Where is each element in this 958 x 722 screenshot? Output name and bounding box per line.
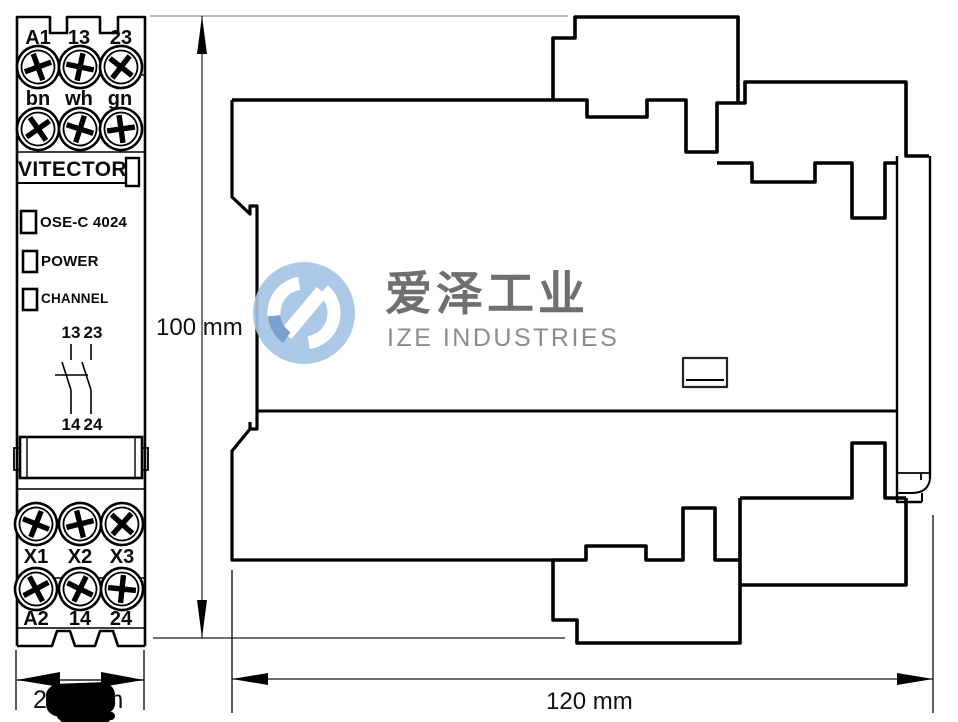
contact-terminal-label: 24 (83, 415, 103, 434)
watermark-english-text: IZE INDUSTRIES (387, 324, 620, 352)
din-rail-plate (895, 156, 932, 504)
window-marking (681, 356, 729, 389)
terminal-label: X3 (109, 546, 135, 568)
label-holder (13, 435, 149, 480)
terminal-label: 24 (109, 608, 133, 630)
wire-color-label: wh (65, 88, 93, 110)
led-indicator-icons (19, 156, 141, 312)
brand-logo-text: VITECTOR (18, 159, 127, 184)
contact-terminal-label: 23 (83, 323, 103, 342)
screw-terminal-icons (13, 44, 145, 612)
height-dimension-label: 100 mm (156, 314, 243, 341)
channel-label: CHANNEL (41, 291, 109, 306)
terminal-label: 23 (109, 27, 133, 49)
arrow-right-icon (101, 672, 144, 687)
contact-diagram-icon (55, 344, 92, 414)
brand-mark-icon (124, 156, 141, 188)
power-label: POWER (41, 253, 99, 270)
contact-terminal-label: 13 (61, 323, 81, 342)
wire-color-label: gn (107, 88, 133, 110)
terminal-label: A1 (25, 27, 51, 49)
terminal-label: A2 (23, 608, 49, 630)
terminal-label: X2 (67, 546, 93, 568)
model-label: OSE-C 4024 (40, 214, 128, 231)
watermark-chinese-text: 爱泽工业 (385, 267, 589, 320)
din-clip-icon (897, 478, 931, 502)
terminal-label: 14 (68, 608, 92, 630)
ize-logo-icon (253, 262, 355, 364)
dimension-lines (15, 15, 934, 713)
arrow-up-icon (197, 16, 207, 54)
redaction-blob (60, 717, 110, 722)
arrow-down-icon (197, 600, 207, 638)
terminal-label: 13 (67, 27, 91, 49)
arrow-left-icon (232, 673, 268, 685)
side-view-outline (230, 15, 932, 645)
contact-terminal-label: 14 (61, 415, 81, 434)
terminal-label: X1 (23, 546, 49, 568)
width-dimension-label: 120 mm (546, 688, 633, 715)
arrow-left-icon (17, 672, 60, 687)
redaction-blob (57, 712, 115, 720)
wire-color-label: bn (25, 88, 51, 110)
arrow-right-icon (897, 673, 933, 685)
